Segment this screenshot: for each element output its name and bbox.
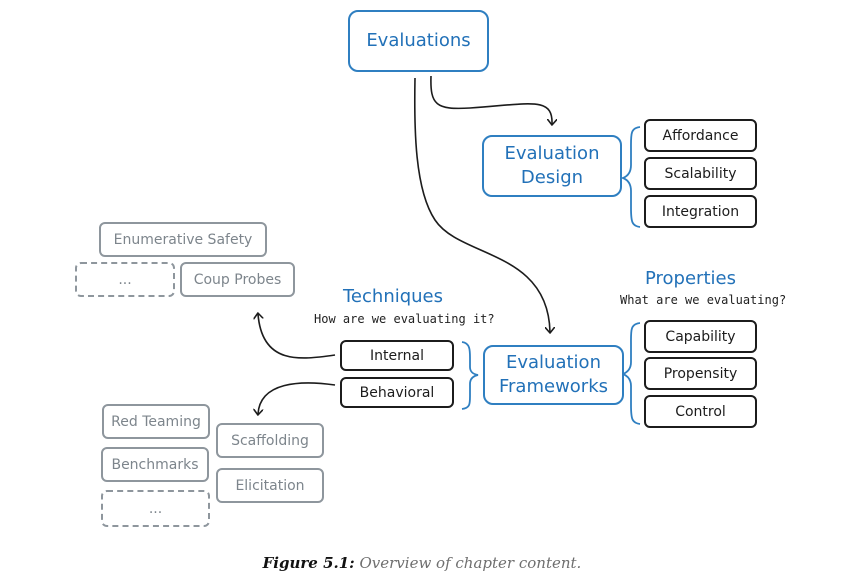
- evaluation-design-label-line1: Evaluation: [504, 142, 600, 164]
- behavioral-technique-red-teaming: Red Teaming: [102, 404, 210, 439]
- internal-technique-coup-probes: Coup Probes: [180, 262, 295, 297]
- arrow-evaluations-to-design: [430, 75, 552, 124]
- red-teaming-label: Red Teaming: [111, 413, 201, 430]
- arrow-evaluations-to-frameworks: [413, 77, 550, 332]
- design-item-integration-label: Integration: [661, 203, 740, 220]
- internal-technique-enumerative-safety: Enumerative Safety: [99, 222, 267, 257]
- design-item-integration: Integration: [644, 195, 757, 228]
- design-item-affordance-label: Affordance: [662, 127, 739, 144]
- behavioral-technique-ellipsis: ...: [148, 500, 163, 517]
- design-item-scalability-label: Scalability: [664, 165, 737, 182]
- techniques-subtitle: How are we evaluating it?: [314, 312, 495, 326]
- technique-item-behavioral: Behavioral: [340, 377, 454, 408]
- coup-probes-label: Coup Probes: [193, 271, 282, 288]
- evaluations-node: Evaluations: [348, 10, 489, 72]
- techniques-title: Techniques: [343, 286, 444, 307]
- properties-subtitle: What are we evaluating?: [620, 293, 787, 307]
- technique-item-internal: Internal: [340, 340, 454, 371]
- elicitation-label: Elicitation: [235, 477, 305, 494]
- evaluation-frameworks-label-line2: Frameworks: [498, 376, 609, 397]
- property-item-control: Control: [644, 395, 757, 428]
- property-item-capability-label: Capability: [665, 328, 736, 345]
- figure-caption-text: Overview of chapter content.: [359, 554, 582, 572]
- design-items-bracket: [620, 126, 641, 228]
- design-item-affordance: Affordance: [644, 119, 757, 152]
- evaluation-design-node: Evaluation Design: [482, 135, 622, 197]
- evaluations-label: Evaluations: [366, 29, 471, 51]
- arrow-behavioral-to-techniques: [258, 382, 336, 414]
- behavioral-technique-elicitation: Elicitation: [216, 468, 324, 503]
- enumerative-safety-label: Enumerative Safety: [113, 231, 253, 248]
- behavioral-technique-scaffolding: Scaffolding: [216, 423, 324, 458]
- internal-technique-more-placeholder: ...: [75, 262, 175, 297]
- evaluation-frameworks-label-line1: Evaluation: [506, 351, 601, 373]
- design-item-scalability: Scalability: [644, 157, 757, 190]
- behavioral-technique-benchmarks: Benchmarks: [101, 447, 209, 482]
- property-item-propensity: Propensity: [644, 357, 757, 390]
- techniques-items-bracket: [461, 341, 479, 410]
- property-item-control-label: Control: [675, 403, 726, 420]
- arrow-internal-to-techniques: [258, 314, 336, 359]
- technique-item-behavioral-label: Behavioral: [359, 384, 435, 401]
- figure-caption: Figure 5.1: Overview of chapter content.: [0, 554, 844, 572]
- internal-technique-ellipsis: ...: [118, 271, 132, 288]
- evaluation-design-label-line2: Design: [520, 167, 584, 188]
- properties-items-bracket: [620, 322, 641, 425]
- scaffolding-label: Scaffolding: [231, 432, 309, 449]
- figure-caption-label: Figure 5.1:: [262, 554, 355, 572]
- behavioral-technique-more-placeholder: ...: [101, 490, 210, 527]
- properties-title: Properties: [645, 268, 736, 289]
- technique-item-internal-label: Internal: [370, 347, 424, 364]
- evaluation-frameworks-node: Evaluation Frameworks: [483, 345, 624, 405]
- property-item-propensity-label: Propensity: [663, 365, 738, 382]
- property-item-capability: Capability: [644, 320, 757, 353]
- benchmarks-label: Benchmarks: [111, 456, 199, 473]
